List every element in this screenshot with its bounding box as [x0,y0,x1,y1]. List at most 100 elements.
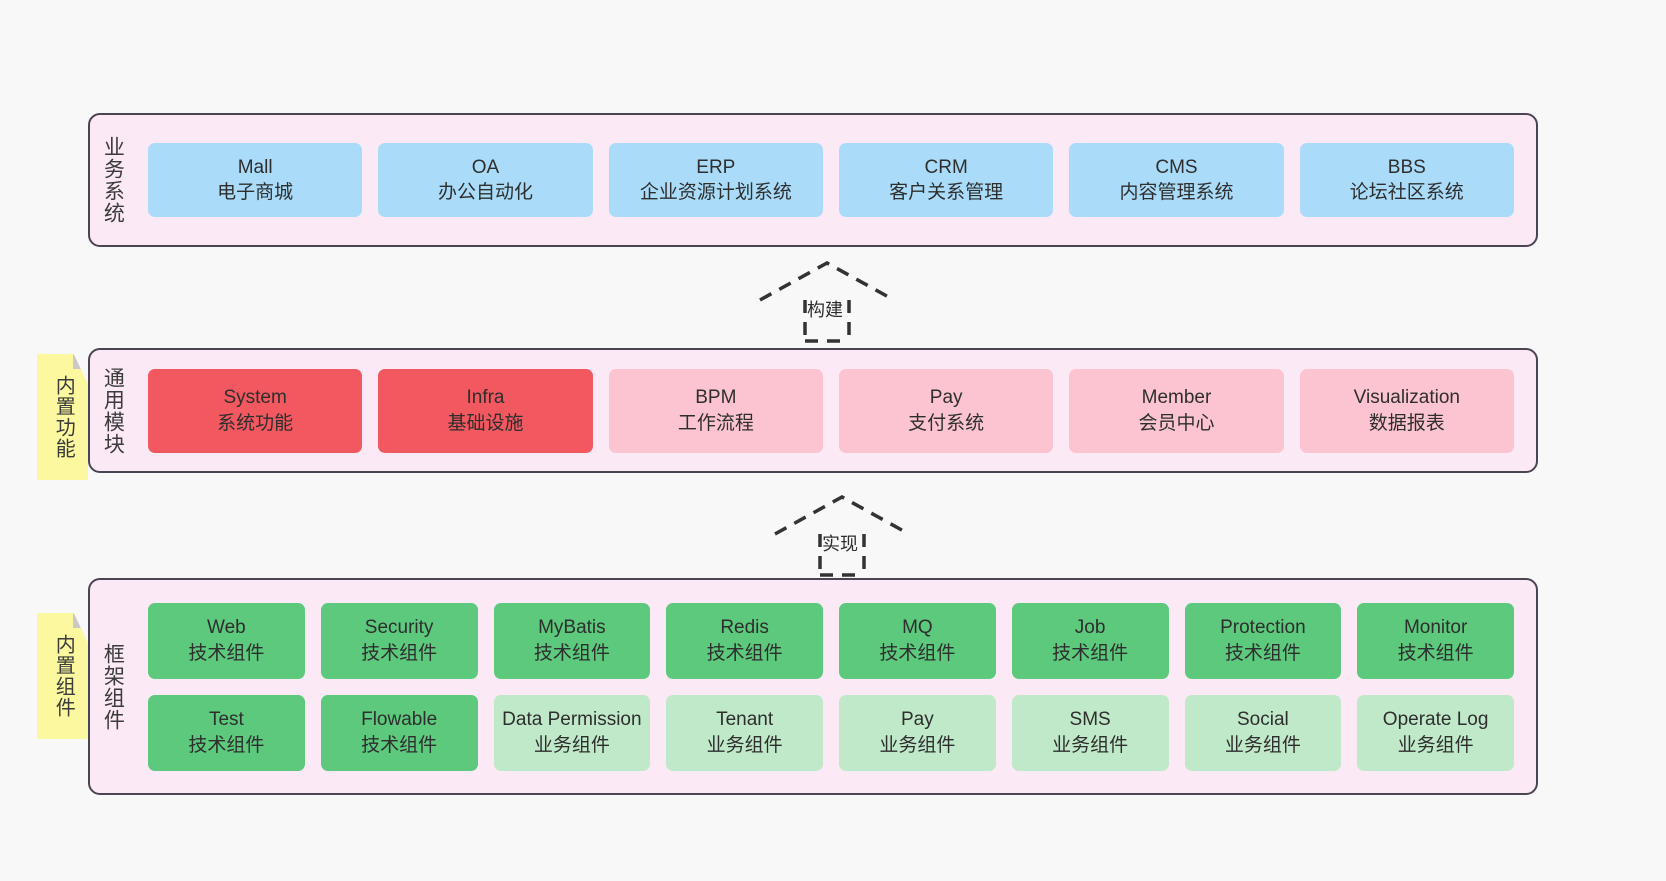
card-subtitle: 技术组件 [1224,642,1301,664]
business-card-oa[interactable]: OA 办公自动化 [378,143,593,217]
connector-build-label: 构建 [807,300,843,320]
card-subtitle: 企业资源计划系统 [639,182,792,203]
card-title: Test [208,709,244,731]
card-title: Protection [1220,617,1306,639]
framework-card-social[interactable]: Social 业务组件 [1184,694,1342,771]
card-subtitle: 业务组件 [1397,734,1474,756]
card-title: Visualization [1353,387,1460,409]
card-title: System [223,387,287,409]
card-title: MQ [902,617,933,639]
card-subtitle: 数据报表 [1368,412,1445,434]
layer-business-label: 业务系统 [101,136,125,224]
card-subtitle: 工作流程 [677,412,754,434]
card-title: Flowable [361,709,438,731]
business-card-erp[interactable]: ERP 企业资源计划系统 [608,143,823,217]
card-title: OA [471,156,500,178]
card-title: Social [1237,709,1289,731]
connector-implement-label: 实现 [822,534,858,554]
card-subtitle: 技术组件 [706,642,783,664]
note-fold-icon [73,354,88,369]
card-subtitle: 业务组件 [706,734,783,756]
business-card-cms[interactable]: CMS 内容管理系统 [1069,143,1284,217]
card-title: Redis [720,617,769,639]
card-subtitle: 技术组件 [361,734,438,756]
card-subtitle: 内容管理系统 [1119,182,1234,203]
card-subtitle: 客户关系管理 [889,182,1004,203]
card-title: Operate Log [1382,709,1489,731]
module-card-pay[interactable]: Pay 支付系统 [838,368,1054,453]
card-subtitle: 技术组件 [1397,642,1474,664]
framework-card-tenant[interactable]: Tenant 业务组件 [666,694,823,771]
framework-card-redis[interactable]: Redis 技术组件 [666,602,823,679]
card-title: BPM [695,387,737,409]
card-title: ERP [696,156,736,178]
connector-implement-arrow [774,495,910,577]
card-subtitle: 业务组件 [879,734,956,756]
card-title: Infra [466,387,505,409]
card-title: Pay [929,387,963,409]
card-subtitle: 论坛社区系统 [1349,182,1464,203]
card-title: Mall [237,156,273,178]
business-card-crm[interactable]: CRM 客户关系管理 [838,143,1054,217]
card-subtitle: 业务组件 [1224,734,1301,756]
card-subtitle: 系统功能 [217,412,294,434]
connector-build-arrow [759,261,895,343]
framework-card-mybatis[interactable]: MyBatis 技术组件 [493,602,651,679]
business-card-list: Mall 电子商城 OA 办公自动化 ERP 企业资源计划系统 CRM 客户关系管理 CMS 内容… [134,115,1536,245]
card-title: Security [364,617,434,639]
card-subtitle: 基础设施 [447,412,524,434]
module-card-infra[interactable]: Infra 基础设施 [378,368,593,453]
module-card-visualization[interactable]: Visualization 数据报表 [1299,368,1514,453]
business-card-mall[interactable]: Mall 电子商城 [148,143,363,217]
card-title: Member [1141,387,1212,409]
note-builtin-components-text: 内置组件 [52,634,75,718]
card-subtitle: 业务组件 [1052,734,1129,756]
framework-card-mq[interactable]: MQ 技术组件 [839,602,996,679]
card-title: Tenant [716,709,774,731]
card-title: Pay [901,709,934,731]
framework-card-pay[interactable]: Pay 业务组件 [839,694,996,771]
framework-card-flowable[interactable]: Flowable 技术组件 [320,694,478,771]
framework-card-operate-log[interactable]: Operate Log 业务组件 [1357,694,1514,771]
note-fold-icon [73,613,88,628]
connector-implement: 实现 [770,492,915,577]
card-subtitle: 支付系统 [908,412,985,434]
note-builtin-components: 内置组件 [37,613,88,739]
card-title: SMS [1069,709,1111,731]
connector-build: 构建 [755,258,900,343]
layer-business-systems: 业务系统 Mall 电子商城 OA 办公自动化 ERP 企业资源计划系统 CRM 客户关系管理… [88,113,1538,247]
framework-card-protection[interactable]: Protection 技术组件 [1184,602,1342,679]
framework-card-monitor[interactable]: Monitor 技术组件 [1357,602,1514,679]
business-card-bbs[interactable]: BBS 论坛社区系统 [1299,143,1514,217]
card-title: MyBatis [538,617,606,639]
module-card-system[interactable]: System 系统功能 [148,368,363,453]
note-builtin-features-text: 内置功能 [52,375,75,459]
card-title: Monitor [1403,617,1468,639]
card-title: Job [1074,617,1106,639]
card-title: CMS [1155,156,1198,178]
card-title: BBS [1387,156,1426,178]
card-title: Web [207,617,246,639]
module-card-bpm[interactable]: BPM 工作流程 [608,368,823,453]
card-title: CRM [924,156,968,178]
note-builtin-features: 内置功能 [37,354,88,480]
card-subtitle: 技术组件 [533,642,610,664]
framework-card-sms[interactable]: SMS 业务组件 [1011,694,1169,771]
card-subtitle: 技术组件 [879,642,956,664]
card-subtitle: 电子商城 [217,182,294,203]
layer-framework-label: 框架组件 [101,642,125,731]
card-subtitle: 办公自动化 [437,182,533,203]
